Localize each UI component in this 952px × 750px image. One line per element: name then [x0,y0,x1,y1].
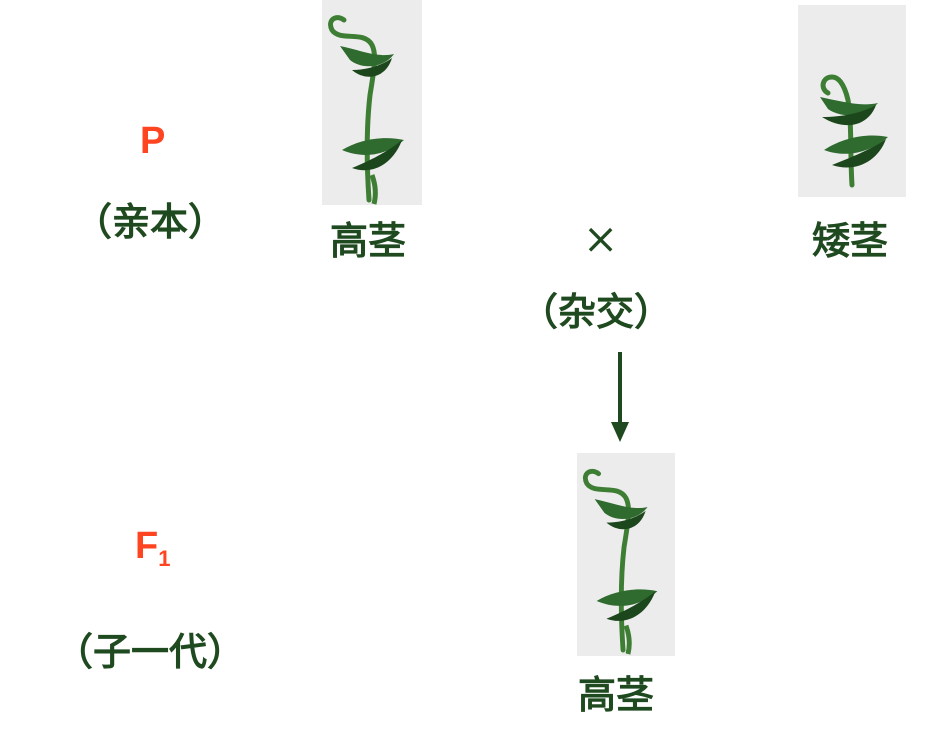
arrow-down-icon [608,352,632,444]
cross-symbol: × [583,214,619,263]
dwarf-parent-label: 矮茎 [812,218,889,263]
tall-pea-plant-icon [322,0,422,205]
generation-f1-symbol: F1 [135,525,171,571]
generation-p-description: （亲本） [74,199,227,244]
generation-f1-description: （子一代） [55,629,246,674]
generation-p-symbol: P [140,120,166,162]
cross-label: （杂交） [520,289,673,334]
tall-parent-label: 高茎 [330,218,407,263]
offspring-tall-pea-plant-icon [577,453,675,656]
offspring-label: 高茎 [578,672,655,717]
generation-f1-subscript: 1 [158,546,171,571]
dwarf-pea-plant-icon [798,5,906,197]
